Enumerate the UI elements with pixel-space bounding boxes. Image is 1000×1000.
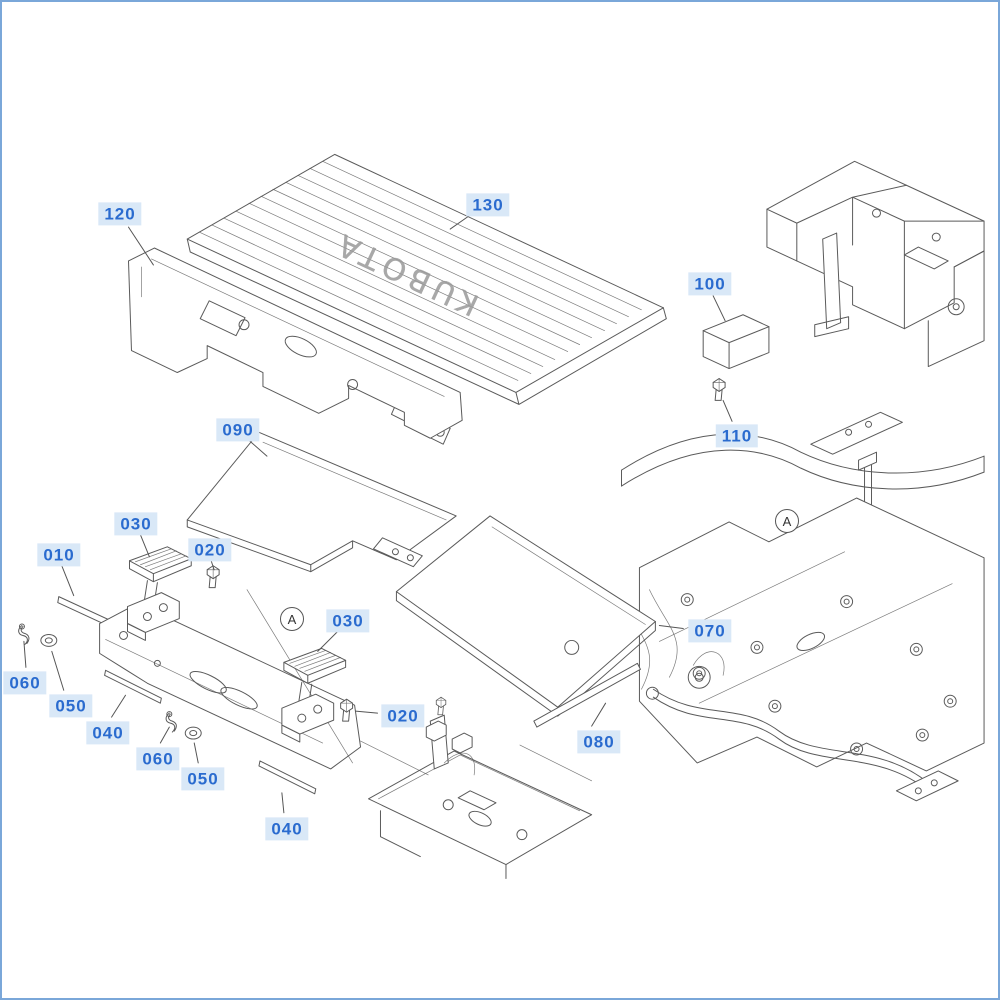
leader-line xyxy=(281,792,285,814)
part-label-060: 060 xyxy=(3,671,47,695)
part-label-090: 090 xyxy=(216,418,260,442)
part-label-080: 080 xyxy=(577,730,621,754)
reference-marker-A: A xyxy=(775,509,799,533)
bolt-020-part xyxy=(206,565,220,589)
rod-040-part xyxy=(258,760,317,795)
leader-line xyxy=(658,624,684,629)
washer-050-part xyxy=(40,633,58,647)
leader-lines xyxy=(23,214,733,814)
part-label-060: 060 xyxy=(136,747,180,771)
part-label-020: 020 xyxy=(188,538,232,562)
part-label-130: 130 xyxy=(466,193,510,217)
leader-line xyxy=(722,399,733,422)
floor-mat-130-part: KUBOTA xyxy=(186,153,667,445)
leader-line xyxy=(23,640,27,668)
leader-line xyxy=(127,226,154,266)
step-panel-120-part xyxy=(127,247,463,439)
part-label-100: 100 xyxy=(688,272,732,296)
leader-line xyxy=(449,214,471,230)
leader-line xyxy=(210,560,215,571)
leader-line xyxy=(591,702,607,727)
leader-line xyxy=(355,710,378,714)
part-label-010: 010 xyxy=(37,543,81,567)
bolt-110-part xyxy=(712,377,726,401)
part-label-030: 030 xyxy=(326,609,370,633)
leader-line xyxy=(61,565,75,597)
support-frame-assembly xyxy=(360,696,593,879)
part-label-120: 120 xyxy=(98,202,142,226)
part-label-040: 040 xyxy=(265,817,309,841)
part-label-070: 070 xyxy=(688,619,732,643)
leader-line xyxy=(249,440,268,457)
reference-marker-A: A xyxy=(280,607,304,631)
part-label-110: 110 xyxy=(715,424,759,448)
part-label-040: 040 xyxy=(86,721,130,745)
strip-080-part xyxy=(533,662,641,728)
leader-line xyxy=(139,534,150,558)
leader-line xyxy=(317,630,339,652)
chassis-frame-assembly xyxy=(621,160,985,802)
part-label-030: 030 xyxy=(114,512,158,536)
leader-line xyxy=(51,650,65,691)
plate-090-part xyxy=(186,431,457,573)
leader-line xyxy=(193,742,199,764)
leader-line xyxy=(111,694,127,718)
part-label-020: 020 xyxy=(381,704,425,728)
washer-050-part xyxy=(184,726,202,740)
bracket-100-part xyxy=(702,314,770,370)
leader-line xyxy=(712,295,726,322)
cotter-pin-060-part xyxy=(165,711,177,733)
part-label-050: 050 xyxy=(49,694,93,718)
part-label-050: 050 xyxy=(181,767,225,791)
leader-line xyxy=(159,726,170,744)
plate-070-part xyxy=(395,515,656,717)
